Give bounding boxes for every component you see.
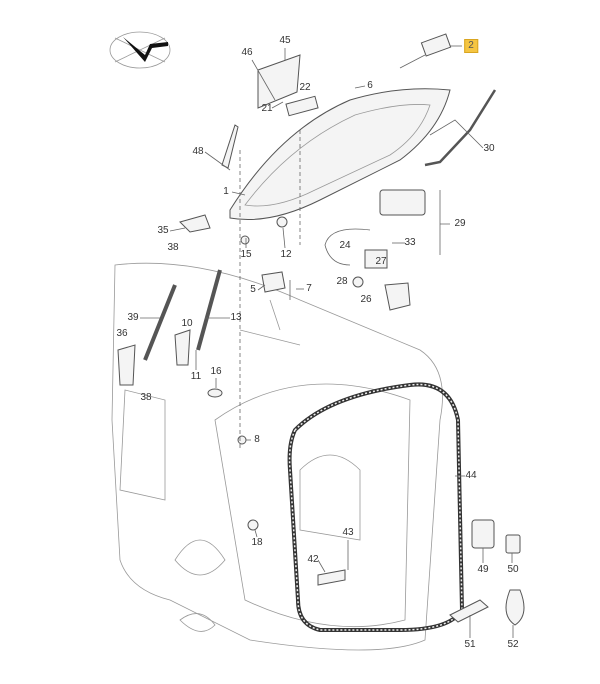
callout-42[interactable]: 42: [307, 554, 319, 565]
callout-51[interactable]: 51: [464, 639, 476, 650]
tube-51: [449, 599, 489, 623]
callout-1[interactable]: 1: [223, 186, 229, 197]
module-2: [420, 33, 452, 57]
strut-39: [143, 284, 177, 361]
callout-39[interactable]: 39: [127, 312, 139, 323]
tailgate-panel: [229, 88, 451, 221]
bracket-36: [117, 344, 136, 386]
lock-27: [364, 249, 388, 269]
bottle-49: [471, 519, 495, 549]
callout-26[interactable]: 26: [360, 294, 372, 305]
bottle-50: [505, 534, 521, 554]
callout-5[interactable]: 5: [250, 284, 256, 295]
callout-38[interactable]: 38: [167, 242, 179, 253]
motor-29: [379, 189, 426, 216]
callout-7[interactable]: 7: [306, 283, 312, 294]
callout-43[interactable]: 43: [342, 527, 354, 538]
callout-24[interactable]: 24: [339, 240, 351, 251]
callout-29[interactable]: 29: [454, 218, 466, 229]
strip-48: [221, 124, 239, 169]
bolt-28: [352, 276, 364, 288]
callout-2-highlighted[interactable]: 2: [464, 39, 478, 53]
callout-45[interactable]: 45: [279, 35, 291, 46]
pouch-52: [505, 589, 525, 626]
callout-18[interactable]: 18: [251, 537, 263, 548]
callout-30[interactable]: 30: [483, 143, 495, 154]
leader-lines: [140, 45, 514, 638]
plate-22: [285, 95, 319, 117]
callout-10[interactable]: 10: [181, 318, 193, 329]
orientation-icon: [109, 31, 171, 69]
door-seal: [287, 382, 465, 632]
bracket-10: [174, 329, 191, 366]
callout-13[interactable]: 13: [230, 312, 242, 323]
callout-22[interactable]: 22: [299, 82, 311, 93]
striker-42: [317, 569, 346, 586]
callout-15[interactable]: 15: [240, 249, 252, 260]
cable-24: [324, 228, 371, 266]
trim-panel-45: [257, 54, 301, 109]
callout-48[interactable]: 48: [192, 146, 204, 157]
callout-8[interactable]: 8: [254, 434, 260, 445]
callout-6[interactable]: 6: [367, 80, 373, 91]
callout-28[interactable]: 28: [336, 276, 348, 287]
hinge-5: [261, 271, 286, 293]
callout-50[interactable]: 50: [507, 564, 519, 575]
callout-44[interactable]: 44: [465, 470, 477, 481]
bumper-8: [237, 435, 247, 445]
callout-46[interactable]: 46: [241, 47, 253, 58]
callout-11[interactable]: 11: [190, 371, 202, 382]
plug-16: [207, 388, 223, 398]
hinge-35: [179, 214, 211, 233]
callout-12[interactable]: 12: [280, 249, 292, 260]
callout-49[interactable]: 49: [477, 564, 489, 575]
callout-33[interactable]: 33: [404, 237, 416, 248]
rod-30: [424, 89, 497, 167]
vehicle-body-outline: [111, 262, 443, 651]
callout-52[interactable]: 52: [507, 639, 519, 650]
callout-38b[interactable]: 38: [140, 392, 152, 403]
callout-35[interactable]: 35: [157, 225, 169, 236]
callout-36[interactable]: 36: [116, 328, 128, 339]
striker-26: [384, 282, 411, 311]
callout-21[interactable]: 21: [261, 103, 273, 114]
callout-27[interactable]: 27: [375, 256, 387, 267]
bumper-18: [247, 519, 259, 531]
callout-16[interactable]: 16: [210, 366, 222, 377]
strut-13: [196, 269, 222, 351]
